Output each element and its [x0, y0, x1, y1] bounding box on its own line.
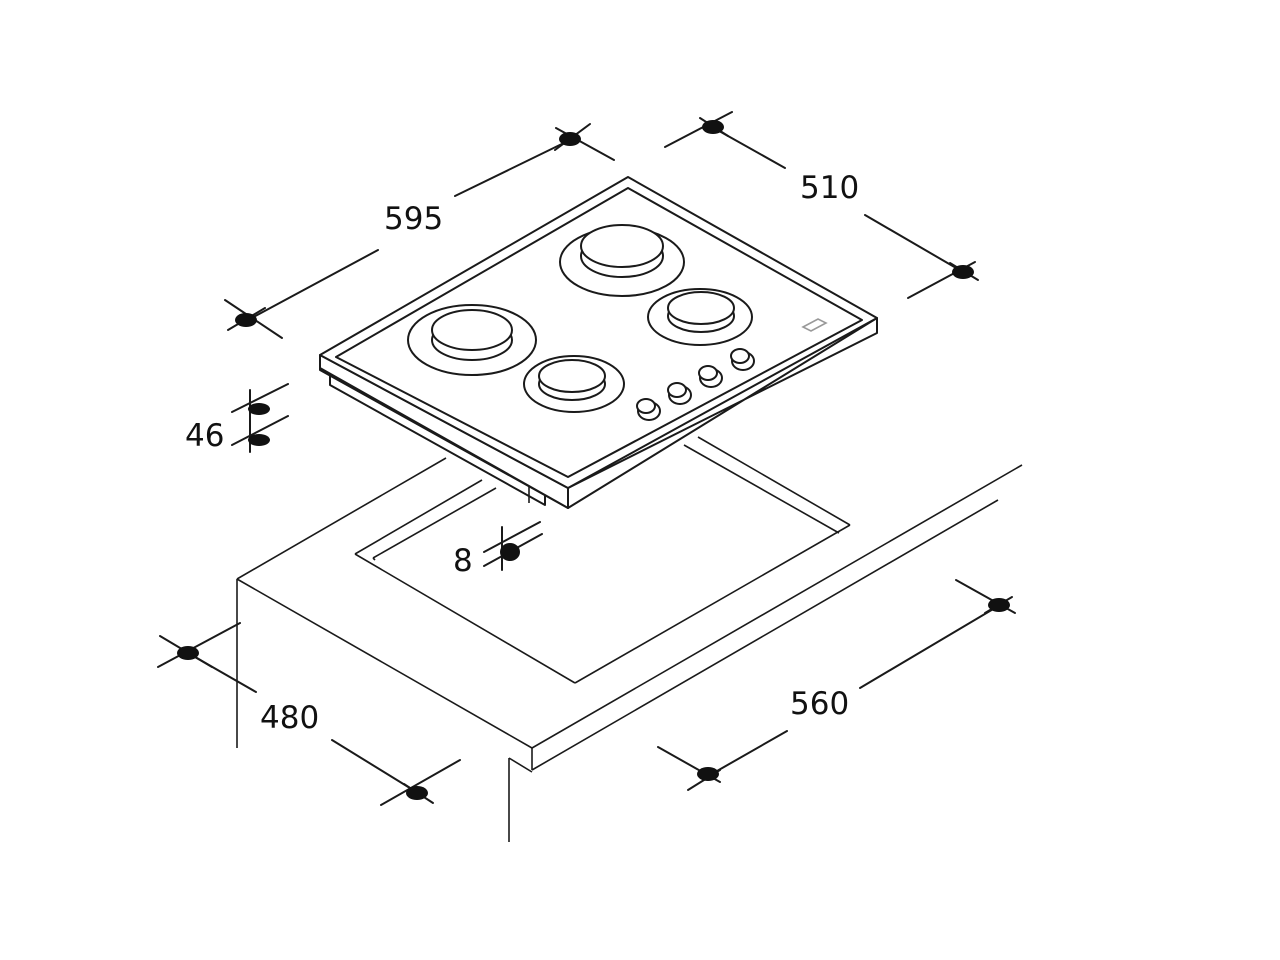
dimension-label-overlap: 8	[453, 543, 473, 579]
dimension-510	[664, 111, 979, 299]
knob	[667, 382, 692, 405]
dimension-label-hob-width: 595	[384, 201, 444, 237]
hob-inner-frame	[335, 187, 863, 478]
knob	[636, 398, 661, 421]
dimension-label-cutout-depth: 480	[260, 700, 320, 736]
dimension-560	[657, 579, 1016, 791]
dimension-label-cutout-width: 560	[790, 686, 850, 722]
worktop	[236, 457, 1023, 842]
dimension-480	[157, 622, 461, 806]
control-knobs	[636, 348, 755, 421]
dimension-label-hob-depth: 510	[800, 170, 860, 206]
burner-right-medium	[647, 288, 753, 346]
knob	[730, 348, 755, 371]
worktop-cutout	[354, 436, 851, 684]
dimension-46	[231, 383, 289, 453]
knob	[698, 365, 723, 388]
brand-logo-plate	[801, 318, 828, 332]
dimension-label-hob-height: 46	[185, 418, 225, 454]
burner-left-large	[407, 304, 537, 376]
burner-front-medium	[523, 355, 625, 413]
gas-hob	[319, 176, 878, 509]
burner-rear-large	[559, 224, 685, 297]
dimension-8	[483, 521, 543, 571]
dimension-595	[224, 123, 615, 339]
